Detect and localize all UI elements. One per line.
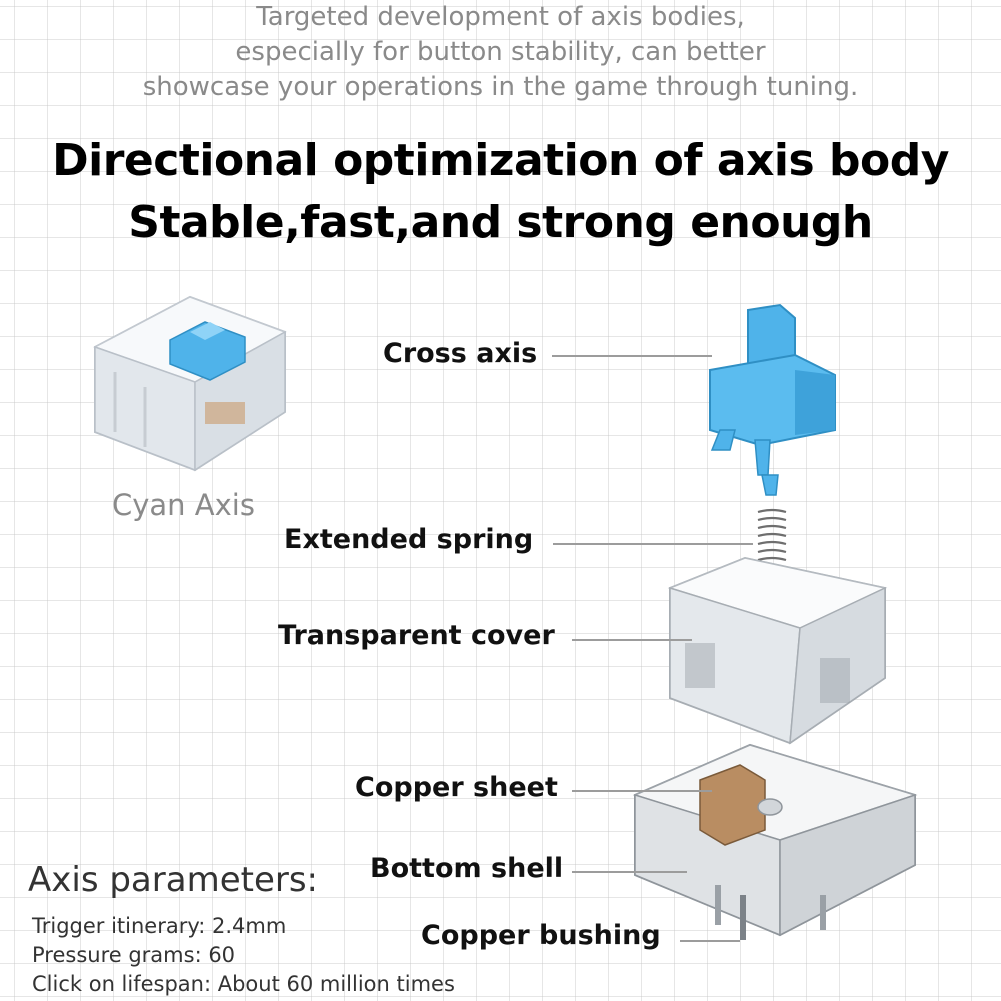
leader-cross-axis xyxy=(552,355,712,357)
switch-caption: Cyan Axis xyxy=(112,488,255,522)
intro-text: Targeted development of axis bodies, esp… xyxy=(0,0,1001,105)
intro-line-2: especially for button stability, can bet… xyxy=(235,37,766,67)
label-copper-sheet: Copper sheet xyxy=(355,772,558,803)
bottom-shell-image xyxy=(632,743,918,940)
parameter-item: Pressure grams: 60 xyxy=(32,943,236,967)
headline-line-2: Stable,fast,and strong enough xyxy=(128,197,873,248)
leader-bottom-shell xyxy=(572,871,687,873)
headline-line-1: Directional optimization of axis body xyxy=(52,135,949,186)
leader-transparent-cover xyxy=(572,639,692,641)
intro-line-1: Targeted development of axis bodies, xyxy=(256,2,745,32)
headline: Directional optimization of axis body St… xyxy=(0,130,1001,254)
parameters-title: Axis parameters: xyxy=(28,860,319,900)
label-copper-bushing: Copper bushing xyxy=(421,920,661,951)
cross-axis-stem-image xyxy=(709,303,836,496)
leader-copper-bushing xyxy=(680,940,740,942)
label-extended-spring: Extended spring xyxy=(284,524,534,555)
leader-extended-spring xyxy=(553,543,753,545)
parameters-list: Trigger itinerary: 2.4mm Pressure grams:… xyxy=(32,912,455,999)
transparent-cover-image xyxy=(667,556,888,745)
intro-line-3: showcase your operations in the game thr… xyxy=(142,72,859,102)
label-cross-axis: Cross axis xyxy=(383,338,538,369)
label-transparent-cover: Transparent cover xyxy=(278,620,555,651)
parameter-item: Click on lifespan: About 60 million time… xyxy=(32,972,455,996)
assembled-switch-image xyxy=(93,295,287,472)
label-bottom-shell: Bottom shell xyxy=(370,853,564,884)
parameter-item: Trigger itinerary: 2.4mm xyxy=(32,914,287,938)
leader-copper-sheet xyxy=(572,790,712,792)
